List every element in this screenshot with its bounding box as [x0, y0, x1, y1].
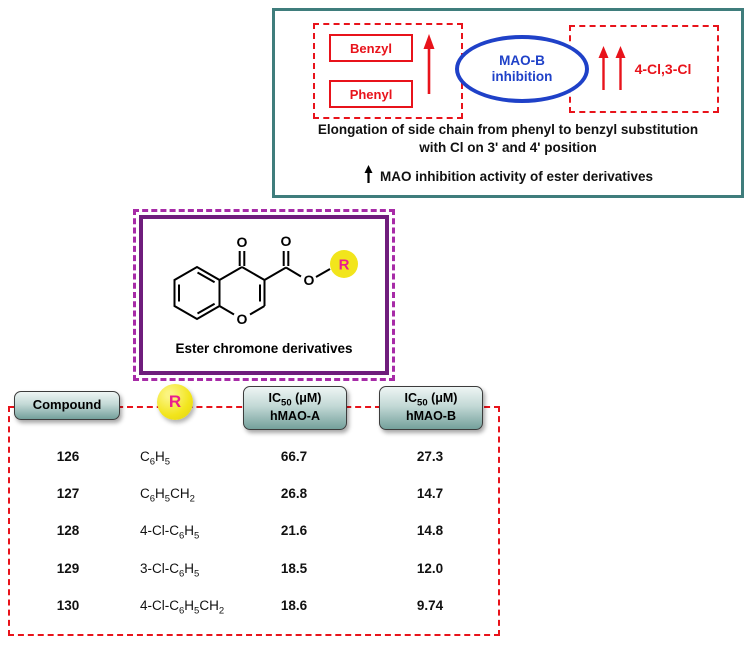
- up-arrow-icon: [598, 46, 609, 90]
- compound-cell: 130: [56, 598, 80, 613]
- structure-box: O O O O R Ester chromone derivatives: [133, 209, 395, 381]
- compound-cell: 127: [56, 486, 80, 501]
- table-row: 129 3-Cl-C6H5 18.5 12.0: [0, 556, 753, 582]
- hmaoa-header-line2: hMAO-A: [270, 409, 320, 424]
- structure-caption: Ester chromone derivatives: [175, 341, 353, 356]
- compound-header-label: Compound: [32, 397, 102, 413]
- up-arrow-icon: [615, 46, 626, 90]
- ic50-hmaoa-cell: 21.6: [280, 523, 308, 538]
- ic50-hmaoa-cell: 66.7: [280, 449, 308, 464]
- chromone-structure: O O O O R: [173, 233, 358, 327]
- summary-caption: Elongation of side chain from phenyl to …: [275, 121, 741, 156]
- phenyl-benzyl-group: Benzyl Phenyl: [313, 23, 463, 119]
- ester-carbonyl-oxygen-label: O: [281, 233, 292, 249]
- r-group-cell: C6H5CH2: [140, 486, 195, 505]
- maob-inhibition-ellipse: MAO-B inhibition: [455, 35, 589, 103]
- ic50-hmaob-cell: 14.8: [416, 523, 444, 538]
- structure-box-inner: O O O O R Ester chromone derivatives: [139, 215, 389, 375]
- summary-box: Benzyl Phenyl MAO-B inhibition 4-Cl,3-Cl: [272, 8, 744, 198]
- r-column-header: R: [157, 384, 193, 420]
- ic50-hmaob-cell: 9.74: [416, 598, 444, 613]
- hmaoa-header-line1: IC50 (μM): [268, 391, 322, 409]
- r-group-label: R: [339, 257, 350, 274]
- ic50-hmaoa-cell: 18.5: [280, 561, 308, 576]
- r-group-cell: 4-Cl-C6H5CH2: [140, 598, 225, 617]
- caption-line1: Elongation of side chain from phenyl to …: [317, 122, 699, 137]
- table-row: 127 C6H5CH2 26.8 14.7: [0, 481, 753, 507]
- r-group-cell: 3-Cl-C6H5: [140, 561, 200, 580]
- compound-cell: 129: [56, 561, 80, 576]
- hmaob-header-line1: IC50 (μM): [404, 391, 458, 409]
- table-row: 128 4-Cl-C6H5 21.6 14.8: [0, 518, 753, 544]
- ic50-hmaoa-cell: 18.6: [280, 598, 308, 613]
- hmaoa-column-header: IC50 (μM) hMAO-A: [243, 386, 347, 430]
- ic50-hmaob-cell: 12.0: [416, 561, 444, 576]
- ring-oxygen-label: O: [237, 311, 248, 327]
- r-header-label: R: [168, 392, 182, 411]
- r-group-cell: C6H5: [140, 449, 171, 468]
- maob-label-line2: inhibition: [491, 69, 553, 84]
- ic50-hmaob-cell: 14.7: [416, 486, 444, 501]
- ic50-hmaoa-cell: 26.8: [280, 486, 308, 501]
- compound-column-header: Compound: [14, 391, 120, 420]
- hmaob-header-line2: hMAO-B: [406, 409, 456, 424]
- caption-line2: with Cl on 3' and 4' position: [419, 139, 597, 155]
- ketone-oxygen-label: O: [237, 234, 248, 250]
- chloro-group: 4-Cl,3-Cl: [569, 25, 719, 113]
- table-row: 126 C6H5 66.7 27.3: [0, 444, 753, 470]
- table-row: 130 4-Cl-C6H5CH2 18.6 9.74: [0, 593, 753, 619]
- up-arrow-icon: [364, 165, 373, 183]
- benzyl-label: Benzyl: [329, 34, 413, 62]
- compound-cell: 128: [56, 523, 80, 538]
- up-arrow-icon: [423, 34, 435, 94]
- r-group-cell: 4-Cl-C6H5: [140, 523, 200, 542]
- summary-note: MAO inhibition activity of ester derivat…: [275, 165, 741, 184]
- r-group-circle: [330, 250, 358, 278]
- phenyl-label: Phenyl: [329, 80, 413, 108]
- hmaob-column-header: IC50 (μM) hMAO-B: [379, 386, 483, 430]
- compound-cell: 126: [56, 449, 80, 464]
- maob-label-line1: MAO-B: [499, 53, 545, 69]
- ester-oxygen-label: O: [304, 272, 315, 288]
- note-text: MAO inhibition activity of ester derivat…: [379, 169, 654, 184]
- chloro-label: 4-Cl,3-Cl: [634, 61, 692, 77]
- ic50-hmaob-cell: 27.3: [416, 449, 444, 464]
